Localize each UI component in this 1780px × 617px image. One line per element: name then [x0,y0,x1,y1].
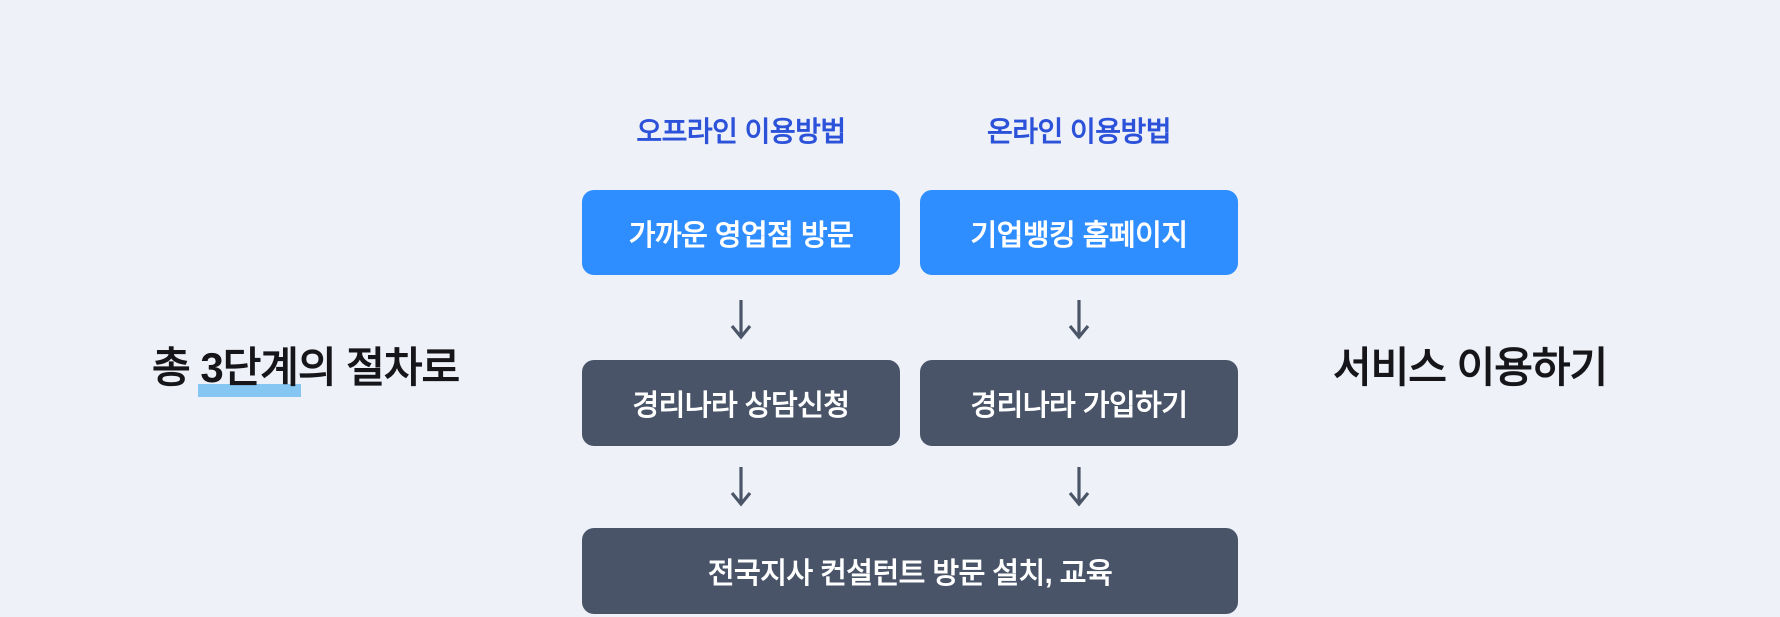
down-arrow-icon [1068,467,1090,507]
step-box-online-signup: 경리나라 가입하기 [920,360,1238,446]
down-arrow-icon [1068,300,1090,340]
headline-highlighted-text: 3단계 [200,344,299,391]
column-header-online: 온라인 이용방법 [986,116,1172,147]
step-box-offline-visit-branch: 가까운 영업점 방문 [582,190,900,275]
headline-right: 서비스 이용하기 [1333,344,1608,391]
down-arrow-icon [730,467,752,507]
step-box-final-install-training: 전국지사 컨설턴트 방문 설치, 교육 [582,528,1238,614]
headline-left: 총 3단계의 절차로 [152,344,460,397]
down-arrow-icon [730,300,752,340]
headline-left-suffix: 의 절차로 [297,344,460,391]
step-box-offline-consult-request: 경리나라 상담신청 [582,360,900,446]
step-box-online-banking-homepage: 기업뱅킹 홈페이지 [920,190,1238,275]
headline-left-prefix: 총 [152,344,201,391]
headline-highlight-marker: 3단계 [198,344,301,397]
column-header-offline: 오프라인 이용방법 [636,116,846,147]
